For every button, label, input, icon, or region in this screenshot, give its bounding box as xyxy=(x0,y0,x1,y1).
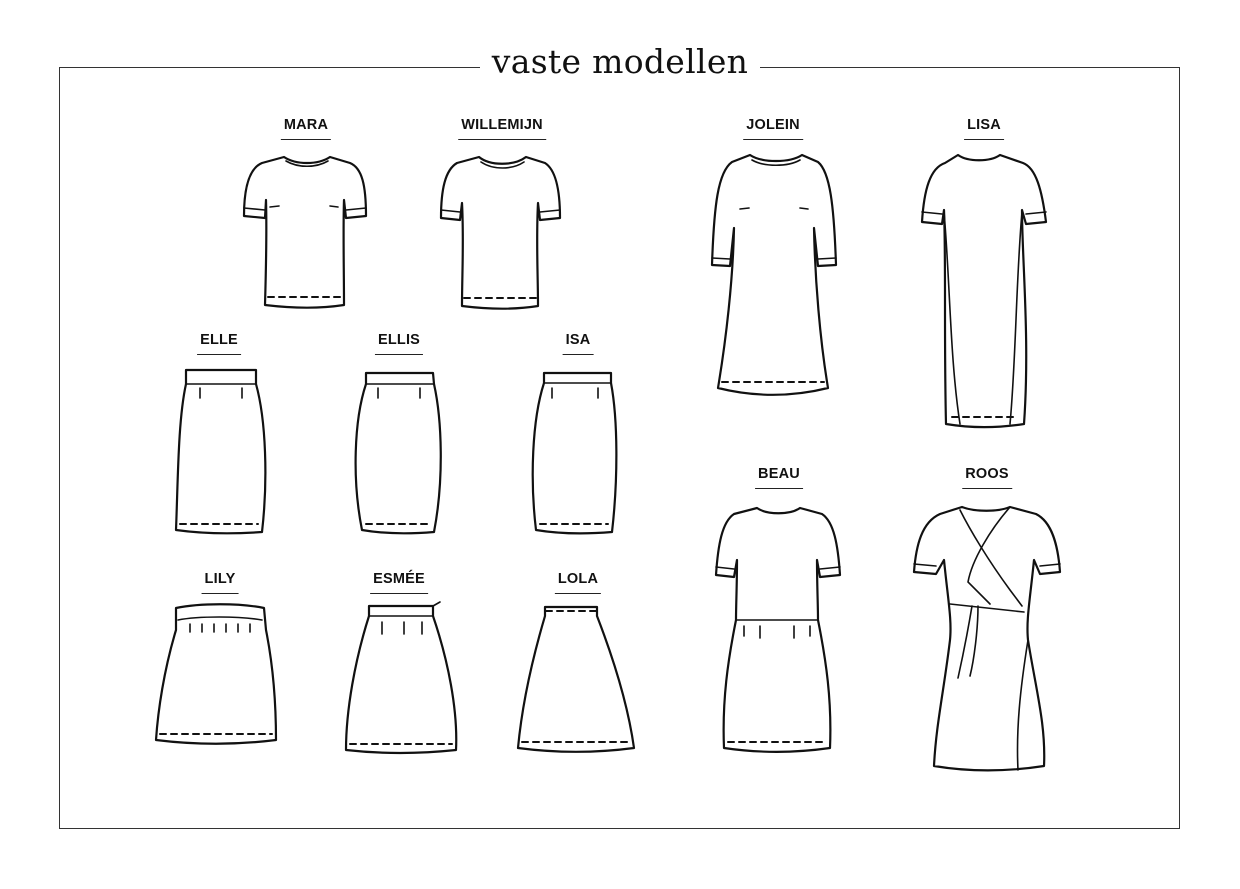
jolein-dress-drawing xyxy=(710,153,838,396)
lily-skirt-drawing xyxy=(154,603,278,745)
label-lily: LILY xyxy=(205,571,236,594)
label-lisa: LISA xyxy=(967,117,1001,140)
roos-dress-drawing xyxy=(912,505,1062,772)
label-beau: BEAU xyxy=(758,466,800,489)
label-isa: ISA xyxy=(566,332,591,355)
label-willemijn: WILLEMIJN xyxy=(461,117,543,140)
label-lola: LOLA xyxy=(558,571,598,594)
label-esmee: ESMÉE xyxy=(373,571,425,594)
ellis-skirt-drawing xyxy=(354,371,442,535)
beau-dress-drawing xyxy=(714,506,842,753)
lisa-dress-drawing xyxy=(920,153,1048,429)
isa-skirt-drawing xyxy=(531,371,618,535)
lola-skirt-drawing xyxy=(516,605,636,753)
elle-skirt-drawing xyxy=(174,368,267,535)
esmee-skirt-drawing xyxy=(344,601,458,755)
willemijn-tshirt-drawing xyxy=(439,155,562,310)
label-roos: ROOS xyxy=(965,466,1009,489)
label-ellis: ELLIS xyxy=(378,332,420,355)
label-elle: ELLE xyxy=(200,332,238,355)
label-mara: MARA xyxy=(284,117,328,140)
label-jolein: JOLEIN xyxy=(746,117,800,140)
mara-tshirt-drawing xyxy=(242,155,368,309)
